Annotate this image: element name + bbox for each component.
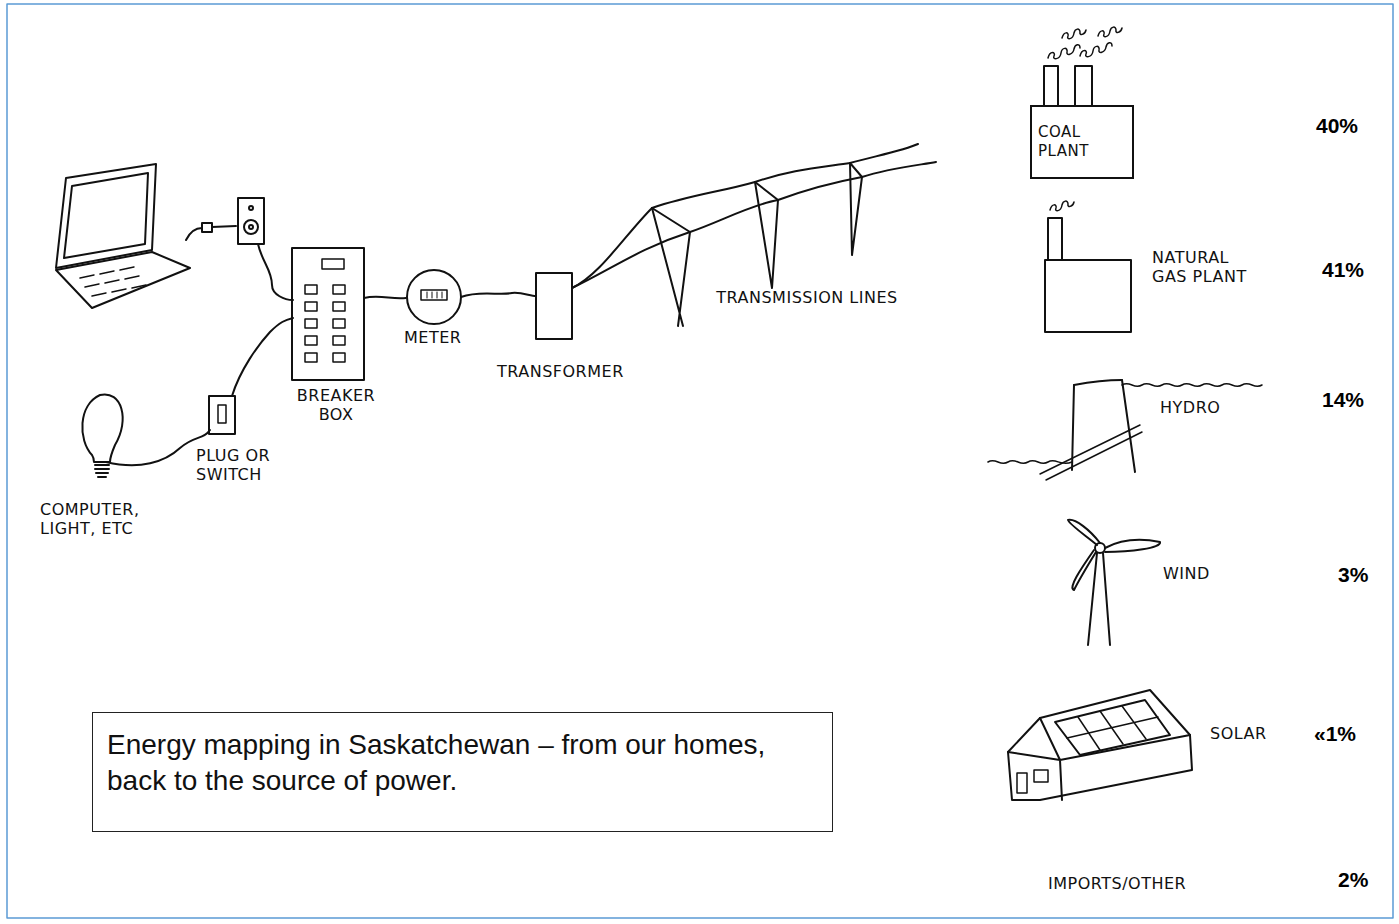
source-name: IMPORTS/OTHER <box>1048 874 1278 893</box>
device-label: COMPUTER, LIGHT, ETC <box>40 500 170 538</box>
part-name: TRANSFORMER <box>497 362 657 381</box>
frame <box>7 4 1393 918</box>
part-name: PLUG OR SWITCH <box>196 446 301 484</box>
percentage: 41% <box>1322 258 1392 282</box>
source-name: NATURAL GAS PLANT <box>1152 248 1252 286</box>
switch <box>209 396 235 434</box>
laptop <box>56 164 190 308</box>
hydro-dam <box>988 380 1262 480</box>
plant-box: COAL PLANT <box>1030 105 1134 179</box>
wind-turbine <box>1068 520 1160 645</box>
coal-plant-stacks <box>1044 27 1122 105</box>
part-name: BREAKER BOX <box>286 386 386 424</box>
meter <box>407 270 461 324</box>
breaker-box <box>292 248 364 380</box>
percentage: 14% <box>1322 388 1392 412</box>
transmission-towers <box>572 144 936 326</box>
source-name: WIND <box>1163 564 1263 583</box>
wire <box>106 430 210 465</box>
source-name: SOLAR <box>1210 724 1310 743</box>
cord <box>212 226 236 227</box>
transformer <box>536 273 572 339</box>
wire <box>258 244 293 300</box>
percentage: 2% <box>1338 868 1388 892</box>
natural-gas-plant <box>1045 201 1131 332</box>
wire <box>232 318 293 396</box>
source-name: HYDRO <box>1160 398 1260 417</box>
percentage: 40% <box>1316 114 1386 138</box>
node-label: COAL PLANT <box>1038 123 1126 161</box>
cord <box>186 228 202 240</box>
caption-box: Energy mapping in Saskatchewan – from ou… <box>92 712 833 832</box>
plug <box>202 223 212 232</box>
part-name: METER <box>404 328 504 347</box>
solar-house <box>1008 690 1192 800</box>
wire <box>461 293 536 297</box>
percentage: 3% <box>1338 563 1388 587</box>
caption: Energy mapping in Saskatchewan – from ou… <box>107 729 765 796</box>
part-name: TRANSMISSION LINES <box>712 288 902 307</box>
wire <box>364 297 406 299</box>
percentage: «1% <box>1314 722 1389 746</box>
outlet <box>238 198 264 244</box>
